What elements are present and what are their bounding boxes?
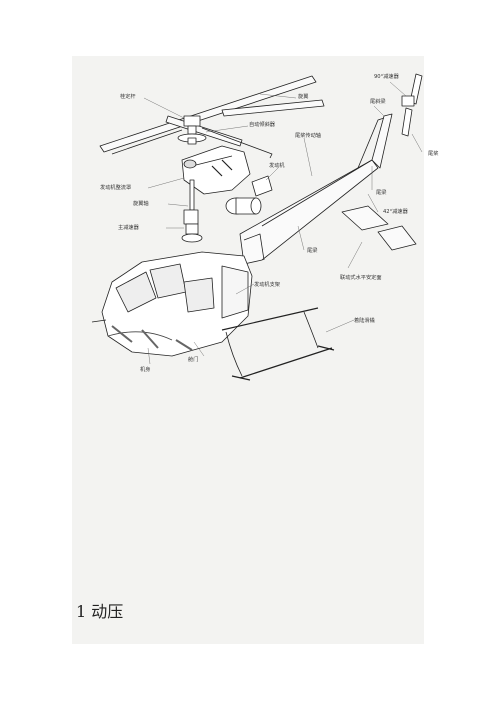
label-rotor-blade: 旋翼 (298, 94, 309, 100)
leader-lines (143, 81, 423, 365)
rotor-mast (181, 179, 203, 243)
main-rotor-blades (99, 75, 325, 159)
label-skid: 着陆滑橇 (354, 318, 375, 324)
tail-rotor (401, 73, 423, 137)
label-tail-rotor: 尾桨 (428, 151, 439, 157)
horizontal-stabilizer (341, 205, 417, 251)
label-stabilizer: 联动式水平安定面 (340, 275, 382, 281)
label-boom: 尾梁 (307, 248, 318, 254)
label-tail-pylon: 尾斜梁 (370, 99, 386, 105)
label-gearbox-42: 42°减速器 (383, 209, 408, 215)
label-rotor-mast: 旋翼轴 (133, 201, 149, 207)
label-gearbox-90: 90°减速器 (374, 74, 399, 80)
label-tail-boom: 尾梁 (376, 190, 387, 196)
helicopter-exploded-diagram (91, 73, 423, 381)
caption-text: 1 动压 (76, 602, 124, 621)
label-engine-mount: 发动机支架 (254, 282, 280, 288)
label-engine-cowl: 发动机整流罩 (100, 185, 132, 191)
label-main-gearbox: 主减速器 (118, 225, 139, 231)
engine-cowl (181, 145, 251, 195)
label-door: 舱门 (188, 357, 199, 363)
label-swashplate: 自动倾斜器 (249, 122, 275, 128)
landing-skids (221, 307, 335, 381)
engine (225, 175, 273, 215)
label-pitch-link: 桂定杆 (120, 94, 136, 100)
rotor-hub (177, 115, 207, 145)
label-engine: 发动机 (269, 163, 285, 169)
fuselage (91, 251, 253, 357)
label-fuselage: 机身 (140, 367, 151, 373)
label-tail-drive-shaft: 尾桨传动轴 (295, 133, 321, 139)
